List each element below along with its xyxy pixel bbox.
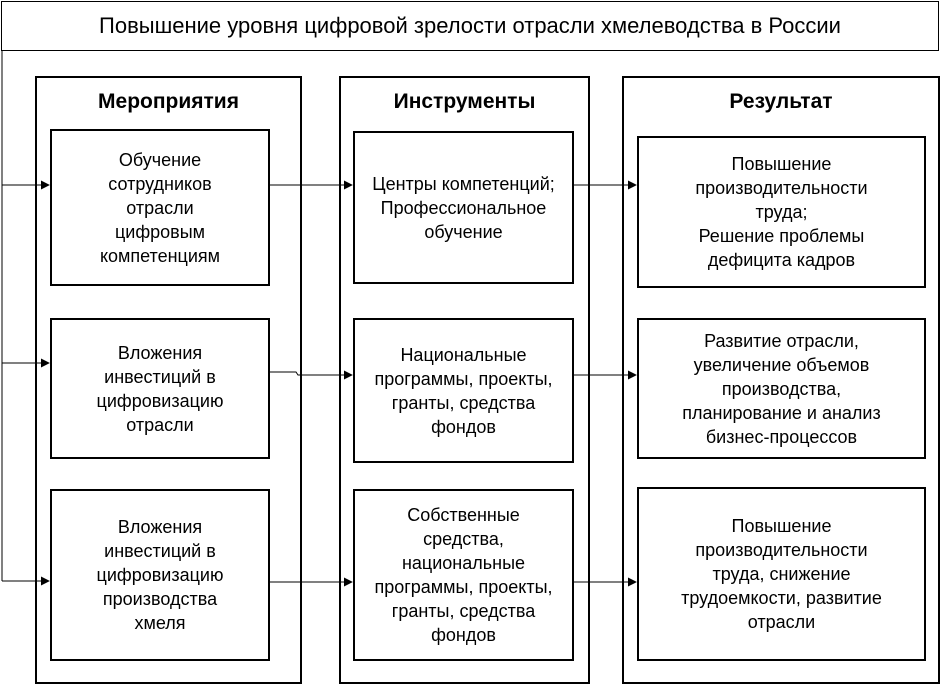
tool-box-3: Собственные средства, национальные прогр… — [353, 489, 574, 661]
measure-box-2: Вложения инвестиций в цифровизацию отрас… — [50, 318, 270, 459]
column-header-tools: Инструменты — [393, 90, 536, 113]
column-result: Результат — [622, 76, 940, 684]
result-text-2: Развитие отрасли, увеличение объемов про… — [682, 330, 881, 447]
column-header-measures: Мероприятия — [98, 90, 239, 113]
measure-text-1: Обучение сотрудников отрасли цифровым ко… — [99, 149, 221, 266]
tool-box-1: Центры компетенций; Профессиональное обу… — [353, 131, 574, 284]
result-box-2: Развитие отрасли, увеличение объемов про… — [637, 318, 926, 459]
tool-box-2: Национальные программы, проекты, гранты,… — [353, 318, 574, 463]
result-box-3: Повышение производительности труда, сниж… — [637, 487, 926, 661]
column-header-result: Результат — [729, 90, 833, 113]
result-box-1: Повышение производительности труда; Реше… — [637, 136, 926, 288]
result-text-3: Повышение производительности труда, сниж… — [681, 516, 882, 632]
measure-box-3: Вложения инвестиций в цифровизацию произ… — [50, 489, 270, 661]
result-text-1: Повышение производительности труда; Реше… — [695, 154, 868, 270]
diagram-title: Повышение уровня цифровой зрелости отрас… — [1, 1, 939, 51]
measure-text-3: Вложения инвестиций в цифровизацию произ… — [96, 517, 224, 633]
tool-text-1: Центры компетенций; Профессиональное обу… — [372, 173, 555, 242]
measure-box-1: Обучение сотрудников отрасли цифровым ко… — [50, 129, 270, 286]
tool-text-2: Национальные программы, проекты, гранты,… — [374, 344, 553, 437]
column-measures: Мероприятия — [35, 76, 302, 684]
measure-text-2: Вложения инвестиций в цифровизацию отрас… — [96, 342, 224, 435]
tool-text-3: Собственные средства, национальные прогр… — [374, 505, 553, 645]
column-tools: Инструменты — [339, 76, 590, 684]
